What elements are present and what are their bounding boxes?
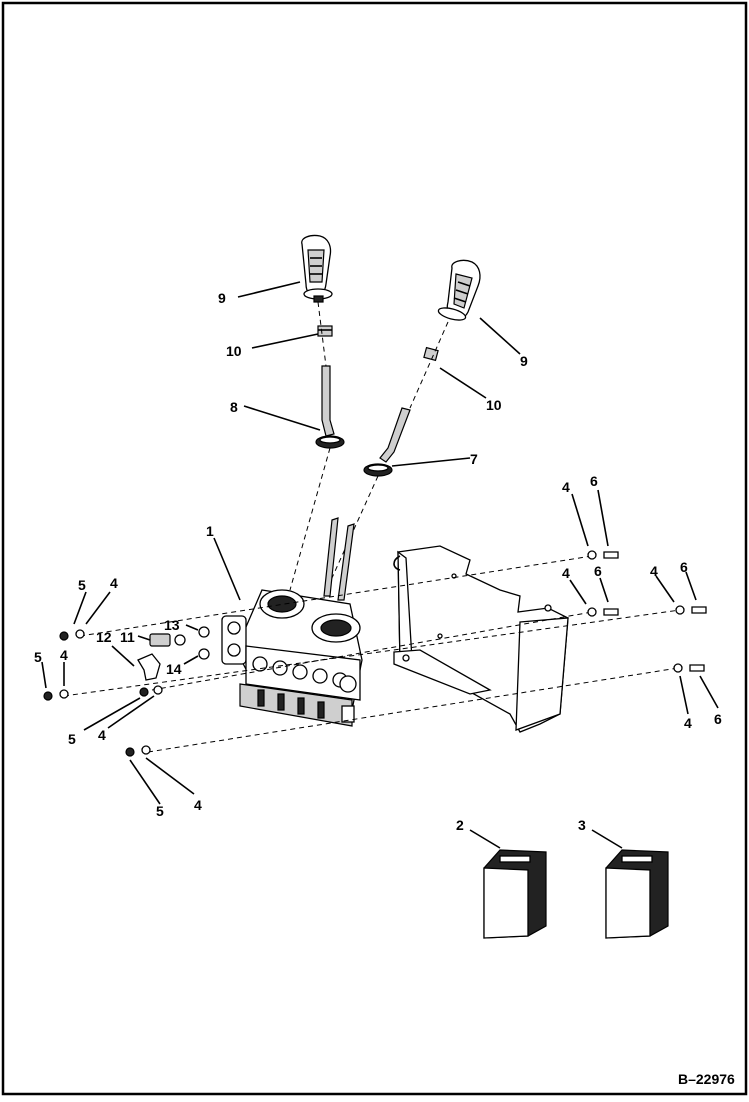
- callout-6-d: 6: [714, 711, 722, 727]
- callout-labels: 9 10 8 9 10 7 1 5 4 5 4 11 12 13 14 5 4 …: [34, 290, 722, 833]
- callout-6-c: 6: [680, 559, 688, 575]
- centerline-left-lower: [289, 447, 331, 591]
- centerline-left-upper: [317, 301, 327, 367]
- callout-6-a: 6: [590, 473, 598, 489]
- decal-part-3: [605, 849, 669, 939]
- control-lever-left: [315, 365, 345, 449]
- callout-5-a: 5: [78, 577, 86, 593]
- joystick-handle-left: [301, 234, 333, 303]
- callout-4-d: 4: [194, 797, 202, 813]
- callout-4-e: 4: [562, 479, 570, 495]
- callout-4-c: 4: [98, 727, 106, 743]
- callout-7: 7: [470, 451, 478, 467]
- centerline-right-lower: [321, 475, 379, 601]
- callout-14: 14: [166, 661, 182, 677]
- leader-lines: [41, 281, 719, 849]
- hardware-left: [43, 629, 163, 757]
- callout-9-left: 9: [218, 290, 226, 306]
- callout-6-b: 6: [594, 563, 602, 579]
- callout-8: 8: [230, 399, 238, 415]
- callout-3: 3: [578, 817, 586, 833]
- hardware-right: [587, 550, 707, 673]
- callout-11: 11: [120, 629, 135, 645]
- callout-9-right: 9: [520, 353, 528, 369]
- bolt-line-2: [63, 609, 681, 697]
- joystick-handle-right: [437, 259, 481, 321]
- callout-4-h: 4: [684, 715, 692, 731]
- control-valve-assembly: [221, 517, 363, 727]
- callout-5-d: 5: [156, 803, 164, 819]
- callout-10-right: 10: [486, 397, 502, 413]
- callout-10-left: 10: [226, 343, 242, 359]
- callout-5-c: 5: [68, 731, 76, 747]
- document-number: B–22976: [678, 1071, 735, 1087]
- bolt-line-4: [147, 667, 679, 753]
- lever-nut-left: [317, 325, 333, 337]
- callout-4-a: 4: [110, 575, 118, 591]
- callout-13: 13: [164, 617, 180, 633]
- callout-4-f: 4: [562, 565, 570, 581]
- lever-nut-right: [423, 346, 439, 362]
- callout-5-b: 5: [34, 649, 42, 665]
- fitting-parts: [137, 626, 210, 681]
- decal-part-2: [483, 849, 547, 939]
- callout-12: 12: [96, 629, 112, 645]
- callout-2: 2: [456, 817, 464, 833]
- callout-1: 1: [206, 523, 214, 539]
- callout-4-b: 4: [60, 647, 68, 663]
- mounting-bracket: [393, 545, 569, 733]
- control-lever-right: [363, 407, 411, 477]
- centerline-right-upper: [409, 321, 449, 409]
- bolt-line-3: [151, 611, 593, 691]
- callout-4-g: 4: [650, 563, 658, 579]
